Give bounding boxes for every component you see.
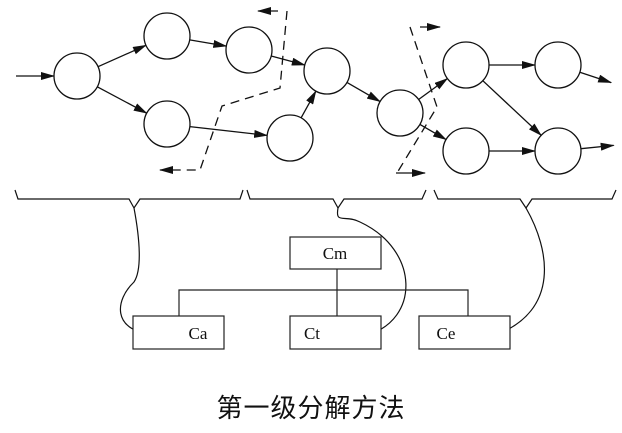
box-ce-label: Ce <box>437 324 456 343</box>
node-n2 <box>143 12 191 60</box>
node-n1 <box>53 52 101 100</box>
hierarchy-lines <box>178 269 469 316</box>
link-curve-a <box>119 207 152 335</box>
node-n8 <box>442 41 490 89</box>
brace-stage-a <box>14 189 244 210</box>
edge-n1-n2 <box>97 44 147 68</box>
figure-caption: 第一级分解方法 <box>216 394 406 424</box>
box-ca: Ca <box>132 315 225 350</box>
node-n9 <box>534 41 582 89</box>
edge-n2-n4 <box>189 39 228 48</box>
edge-n4-n5 <box>271 55 306 66</box>
box-cm: Cm <box>289 236 382 270</box>
brace-stage-e <box>433 189 617 210</box>
node-n4 <box>225 26 273 74</box>
node-n5 <box>303 47 351 95</box>
node-n3 <box>143 100 191 148</box>
edge-n5-n7 <box>346 81 381 103</box>
node-n7 <box>376 89 424 137</box>
node-n10 <box>442 127 490 175</box>
link-curve-e <box>495 207 546 336</box>
cut-line-right <box>396 23 441 177</box>
edge-n8-n11 <box>482 80 542 136</box>
box-ct: Ct <box>289 315 382 350</box>
edge-n3-n6 <box>189 125 269 138</box>
box-ct-label: Ct <box>304 324 320 343</box>
box-ce: Ce <box>418 315 511 350</box>
brace-stage-t <box>246 189 427 210</box>
cut-line-left <box>159 6 288 174</box>
box-cm-label: Cm <box>323 244 348 263</box>
box-ca-label: Ca <box>189 324 208 343</box>
link-curve-t <box>336 207 407 336</box>
edge-n11-out <box>580 142 615 151</box>
network-nodes <box>53 12 582 175</box>
edge-n1-n3 <box>96 86 148 114</box>
edge-n9-out <box>579 71 613 84</box>
node-n11 <box>534 127 582 175</box>
node-n6 <box>266 114 314 162</box>
edge-n7-n8 <box>418 77 449 100</box>
edge-n6-n5 <box>300 90 317 119</box>
edge-n7-n10 <box>419 123 447 141</box>
network-edges <box>16 39 615 155</box>
